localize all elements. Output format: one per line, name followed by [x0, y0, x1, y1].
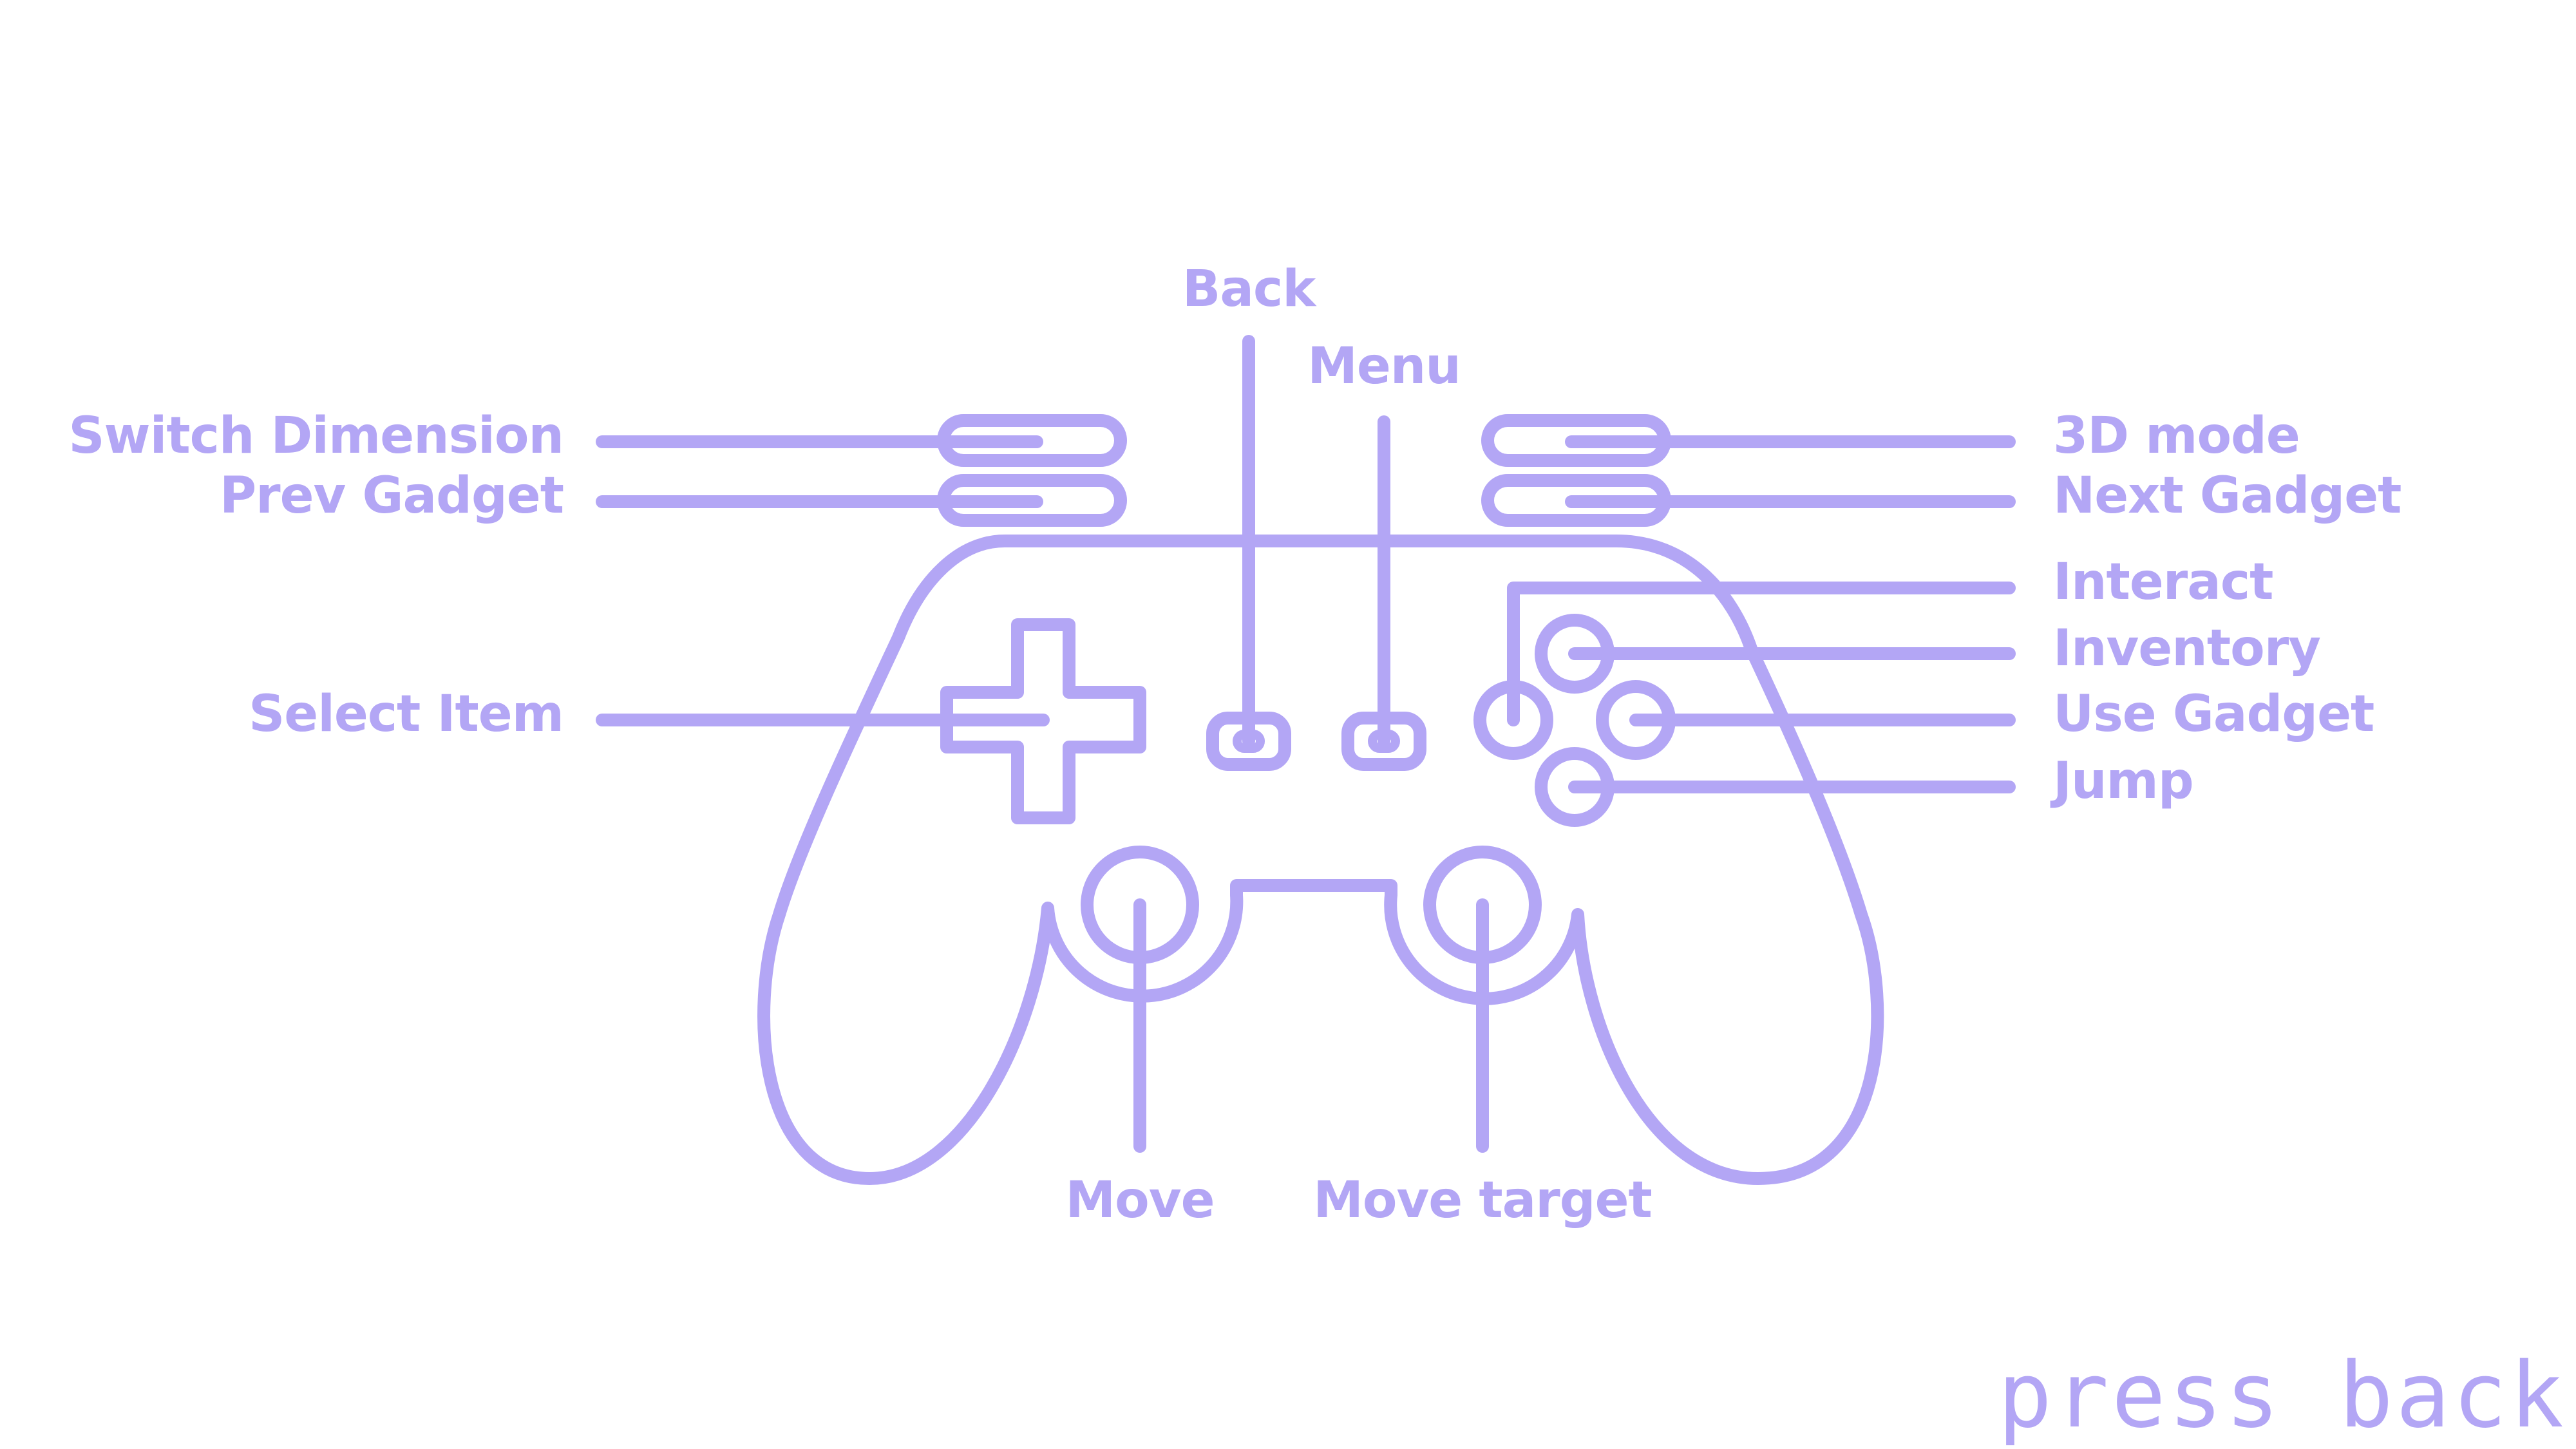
- label-back: Back: [1182, 260, 1317, 318]
- label-jump: Jump: [2050, 752, 2193, 810]
- press-back-prompt: press back: [1998, 1343, 2566, 1448]
- label-move: Move: [1066, 1171, 1215, 1229]
- label-menu: Menu: [1307, 337, 1461, 395]
- controller-body-outline: [757, 535, 1884, 1185]
- label-use-gadget: Use Gadget: [2053, 685, 2374, 743]
- label-next-gadget: Next Gadget: [2053, 467, 2401, 525]
- label-prev-gadget: Prev Gadget: [220, 467, 564, 525]
- label-select-item: Select Item: [249, 685, 564, 743]
- label-switch-dimension: Switch Dimension: [68, 407, 564, 465]
- label-move-target: Move target: [1313, 1171, 1652, 1229]
- label-3d-mode: 3D mode: [2053, 407, 2300, 465]
- leader-interact: [1507, 582, 2016, 726]
- dpad[interactable]: [940, 618, 1146, 824]
- label-inventory: Inventory: [2053, 620, 2320, 677]
- label-interact: Interact: [2053, 553, 2273, 611]
